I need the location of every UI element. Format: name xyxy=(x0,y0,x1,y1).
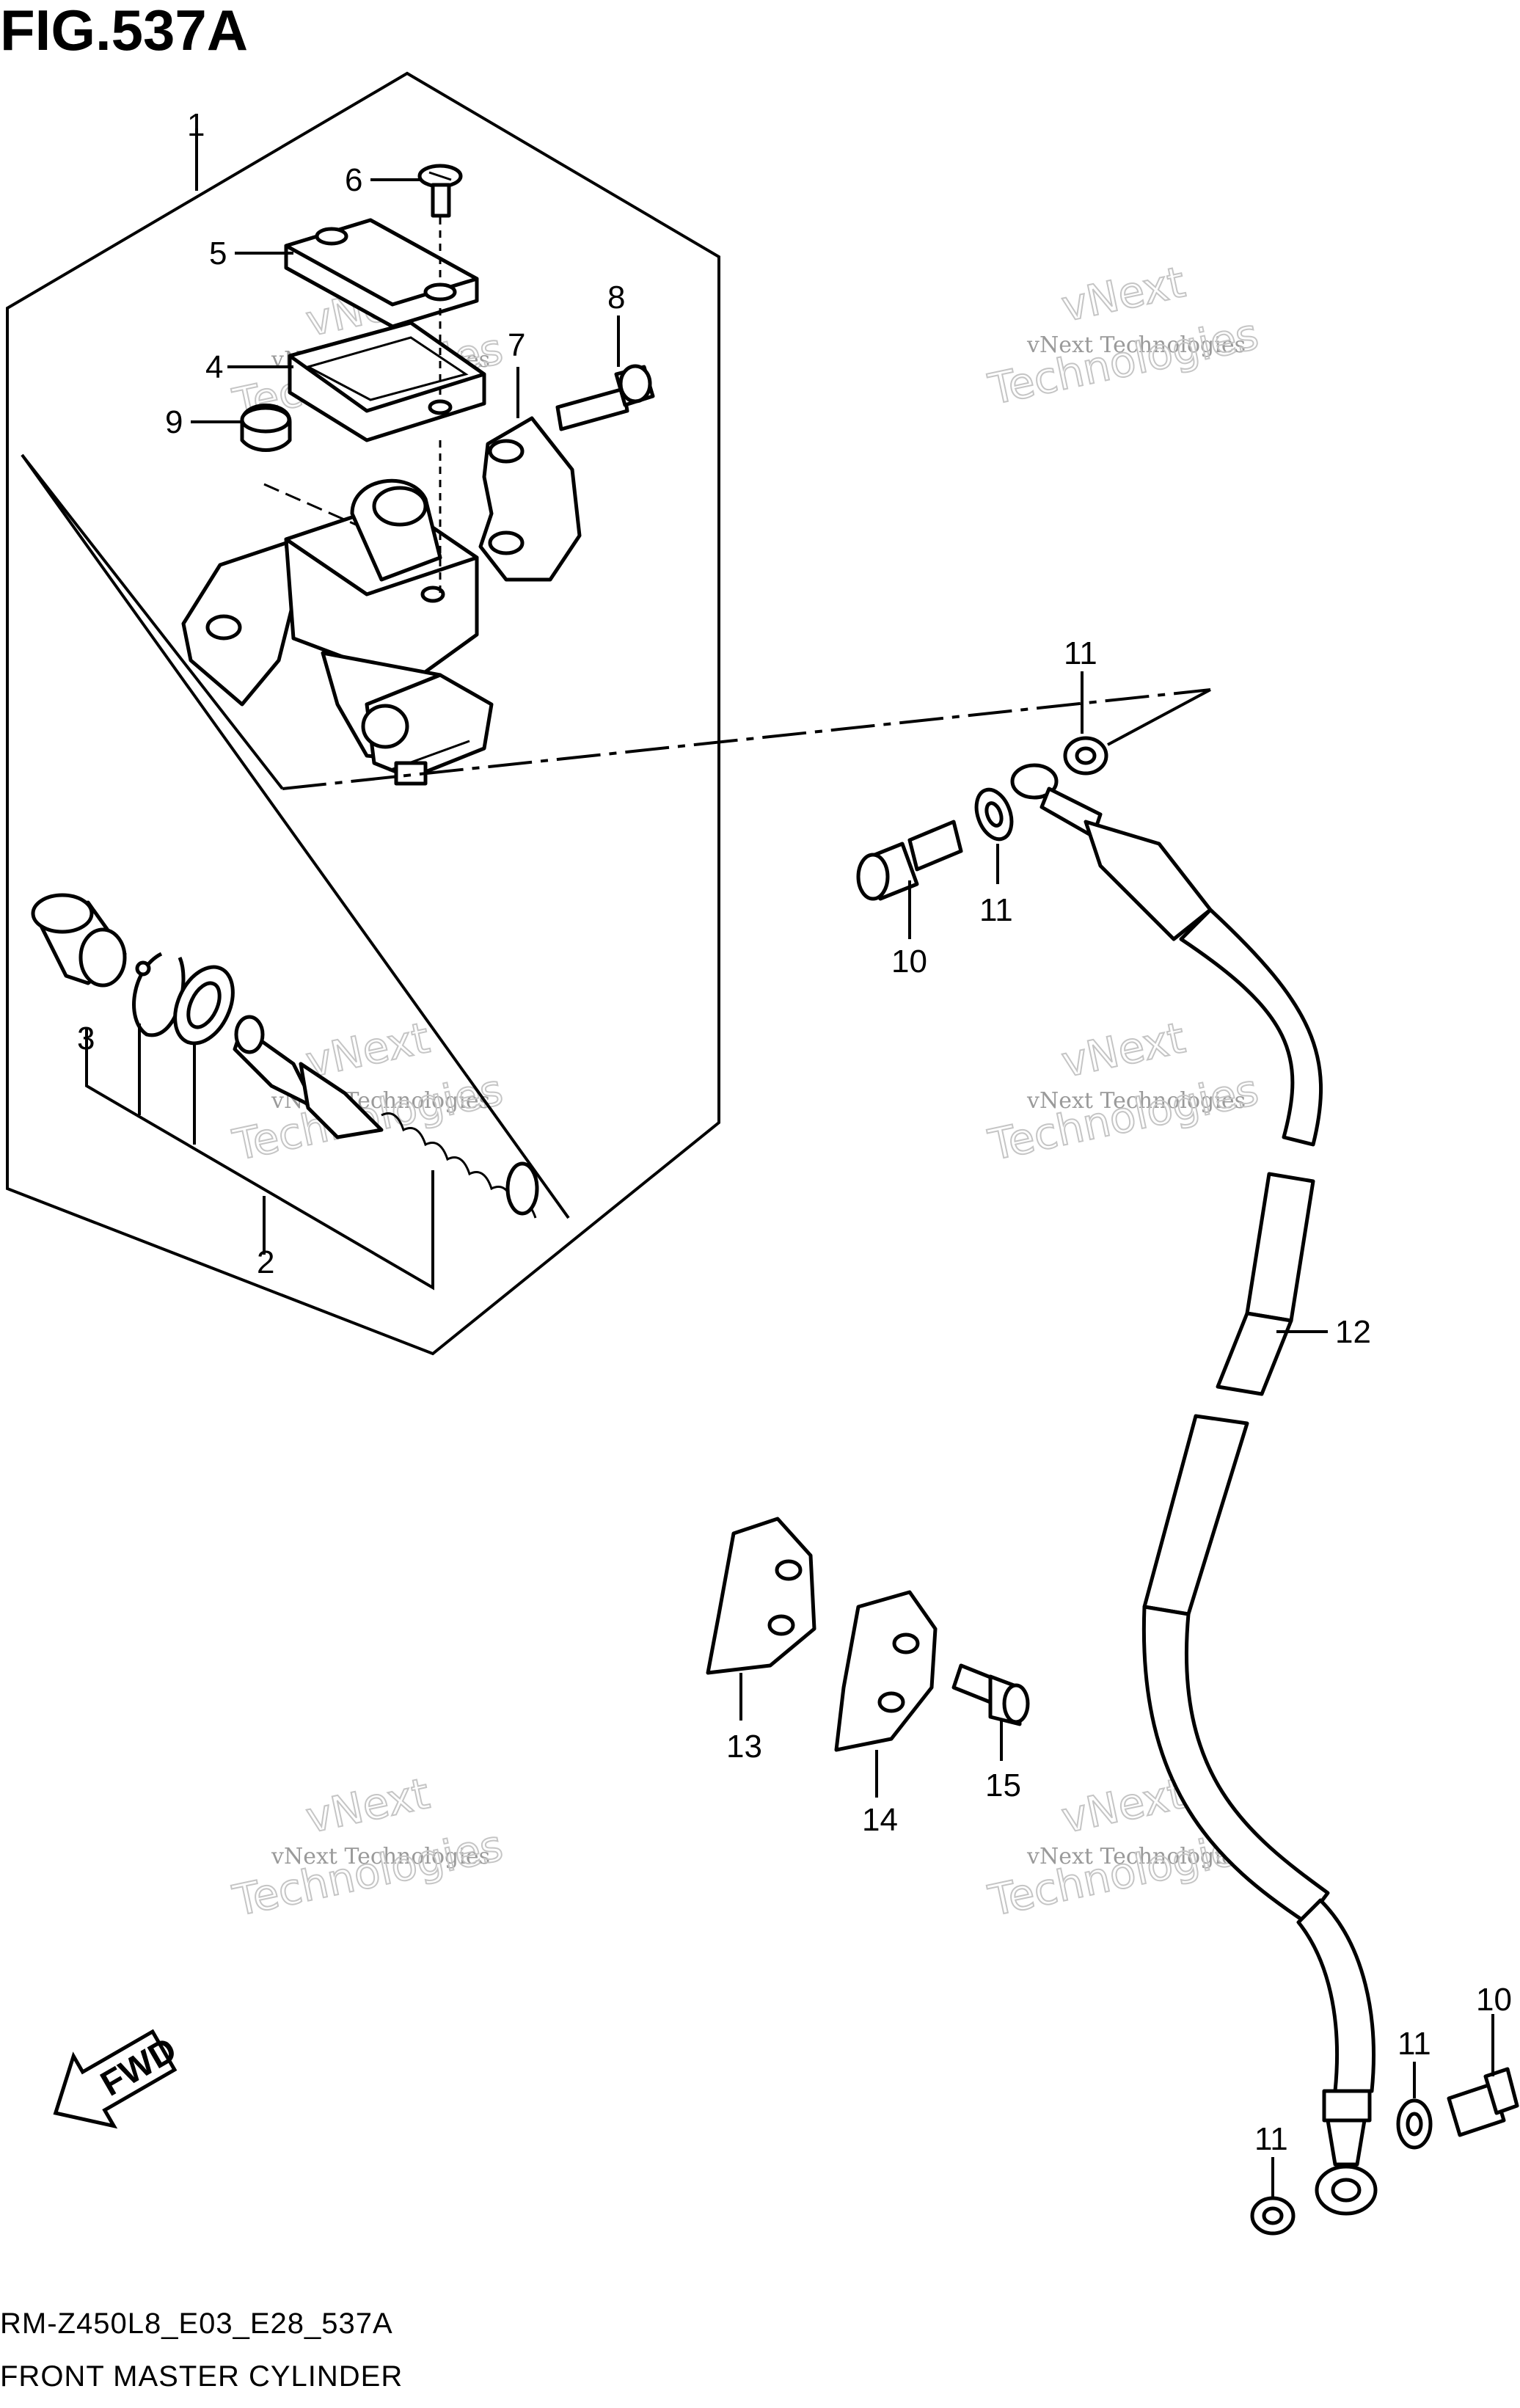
union-bolt-part xyxy=(856,820,963,901)
clamp-bolt-part xyxy=(951,1663,1030,1726)
hose-clamp-part xyxy=(706,1517,816,1675)
watermark-text: Technologies xyxy=(229,1820,508,1926)
union-bolt-part xyxy=(1447,2067,1519,2137)
cap-screw-part xyxy=(417,164,463,594)
hose-clamp-part xyxy=(834,1590,938,1752)
callout-2: 2 xyxy=(257,1244,274,1280)
washer-part xyxy=(1262,2206,1284,2225)
guide-line xyxy=(1107,688,1211,746)
callout-13: 13 xyxy=(726,1729,762,1765)
watermark-text: vNext xyxy=(302,1768,434,1843)
guide-line xyxy=(282,688,1211,790)
diagram-code: RM-Z450L8_E03_E28_537A xyxy=(0,2307,393,2340)
master-cylinder-holder-part xyxy=(478,416,582,582)
cap-rubber-part xyxy=(240,404,292,452)
watermark-text: vNext Technologies xyxy=(271,1844,490,1869)
brake-hose-part xyxy=(1010,763,1378,2216)
fwd-arrow-icon: FWD xyxy=(53,2029,183,2129)
watermark-text: vNext Technologies xyxy=(1026,1088,1246,1114)
diagram-name: FRONT MASTER CYLINDER xyxy=(0,2360,403,2393)
assembly-outline xyxy=(6,71,720,1356)
callout-12: 12 xyxy=(1335,1314,1371,1350)
washer-part xyxy=(1075,746,1097,765)
callout-6: 6 xyxy=(345,162,362,198)
callout-3: 3 xyxy=(77,1021,95,1057)
watermark-text: vNext Technologies xyxy=(1026,1844,1246,1869)
callout-9: 9 xyxy=(165,404,183,440)
master-cylinder-body xyxy=(181,478,494,786)
callout-14: 14 xyxy=(862,1802,898,1838)
callout-11-d: 11 xyxy=(1254,2121,1288,2157)
washer-part xyxy=(1406,2112,1423,2137)
callout-10-top: 10 xyxy=(891,944,927,979)
washer-part xyxy=(173,965,235,1046)
holder-bolt-part xyxy=(555,364,655,431)
callout-5: 5 xyxy=(209,236,227,271)
watermark-text: Technologies xyxy=(984,1065,1263,1170)
reservoir-cap-part xyxy=(284,218,479,329)
callout-4: 4 xyxy=(205,349,223,385)
guide-line xyxy=(21,453,284,790)
callout-15: 15 xyxy=(985,1767,1021,1803)
callout-7: 7 xyxy=(508,327,525,363)
guide-line xyxy=(21,453,570,1219)
watermark-text: vNext Technologies xyxy=(1026,332,1246,358)
callout-1: 1 xyxy=(187,107,205,143)
watermark-text: vNext xyxy=(1057,1768,1189,1843)
guide-line xyxy=(263,483,357,526)
boot-part xyxy=(31,893,127,988)
watermark-text: vNext xyxy=(1057,1013,1189,1087)
callout-numbers: 1 2 3 4 5 6 7 8 9 10 10 11 11 11 11 12 1… xyxy=(77,107,1512,2157)
callout-11-a: 11 xyxy=(1064,635,1097,671)
watermark-text: vNext xyxy=(1057,257,1189,332)
callout-10-bottom: 10 xyxy=(1476,1982,1512,2018)
callout-11-b: 11 xyxy=(979,892,1013,928)
callout-11-c: 11 xyxy=(1397,2026,1431,2062)
callout-8: 8 xyxy=(607,280,625,315)
watermark-text: Technologies xyxy=(984,309,1263,415)
washer-part xyxy=(984,801,1004,828)
leader-line xyxy=(85,1027,434,1291)
piston-spring-part xyxy=(233,1015,539,1219)
leader-lines xyxy=(191,178,1494,2197)
figure-title: FIG.537A xyxy=(0,0,248,62)
